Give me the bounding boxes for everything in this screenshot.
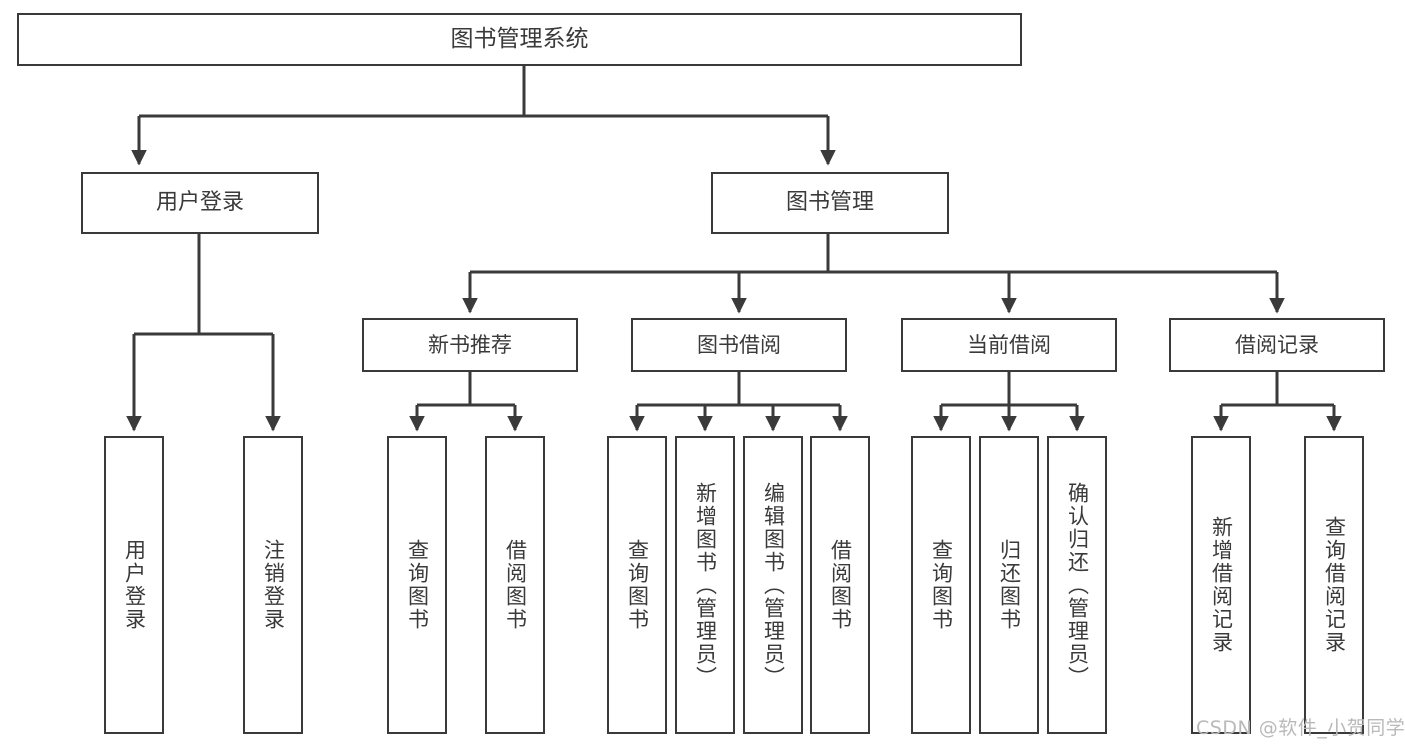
leaf-borrow-add-book[interactable]: 新增图书（管理员）: [675, 436, 735, 734]
node-label: 当前借阅: [967, 332, 1051, 357]
node-label: 用户登录: [122, 539, 147, 631]
leaf-user-login-login[interactable]: 用户登录: [104, 436, 164, 734]
node-label: 确认归还（管理员）: [1065, 481, 1090, 689]
leaf-record-query[interactable]: 查询借阅记录: [1304, 436, 1364, 734]
node-label: 图书借阅: [697, 332, 781, 357]
watermark-text: CSDN @软件_小贺同学: [1196, 717, 1405, 739]
node-label: 编辑图书（管理员）: [761, 481, 786, 689]
node-label: 图书管理系统: [450, 26, 589, 53]
node-label: 查询借阅记录: [1322, 516, 1347, 654]
node-label: 新增图书（管理员）: [693, 481, 718, 689]
leaf-borrow-edit-book[interactable]: 编辑图书（管理员）: [743, 436, 803, 734]
leaf-current-return-book[interactable]: 归还图书: [979, 436, 1039, 734]
watermark: CSDN @软件_小贺同学: [1196, 713, 1405, 740]
node-book-management[interactable]: 图书管理: [711, 172, 949, 234]
node-label: 借阅图书: [828, 539, 853, 631]
node-label: 注销登录: [261, 539, 286, 631]
leaf-record-add[interactable]: 新增借阅记录: [1191, 436, 1251, 734]
node-label: 借阅记录: [1235, 332, 1319, 357]
leaf-new-book-borrow[interactable]: 借阅图书: [485, 436, 545, 734]
node-user-login[interactable]: 用户登录: [81, 172, 319, 234]
node-label: 查询图书: [929, 539, 954, 631]
node-book-borrow[interactable]: 图书借阅: [631, 318, 847, 372]
leaf-new-book-query[interactable]: 查询图书: [387, 436, 447, 734]
node-label: 查询图书: [405, 539, 430, 631]
node-label: 查询图书: [625, 539, 650, 631]
node-current-borrow[interactable]: 当前借阅: [901, 318, 1117, 372]
leaf-current-query-book[interactable]: 查询图书: [911, 436, 971, 734]
leaf-borrow-query-book[interactable]: 查询图书: [607, 436, 667, 734]
node-label: 新增借阅记录: [1209, 516, 1234, 654]
node-borrow-record[interactable]: 借阅记录: [1169, 318, 1385, 372]
node-new-book-recommend[interactable]: 新书推荐: [362, 318, 578, 372]
node-label: 新书推荐: [428, 332, 512, 357]
node-label: 用户登录: [155, 190, 244, 216]
leaf-borrow-borrow-book[interactable]: 借阅图书: [810, 436, 870, 734]
leaf-current-confirm-return[interactable]: 确认归还（管理员）: [1047, 436, 1107, 734]
node-label: 归还图书: [997, 539, 1022, 631]
leaf-user-login-logout[interactable]: 注销登录: [243, 436, 303, 734]
node-root-system[interactable]: 图书管理系统: [17, 13, 1022, 66]
node-label: 借阅图书: [503, 539, 528, 631]
node-label: 图书管理: [785, 190, 874, 216]
